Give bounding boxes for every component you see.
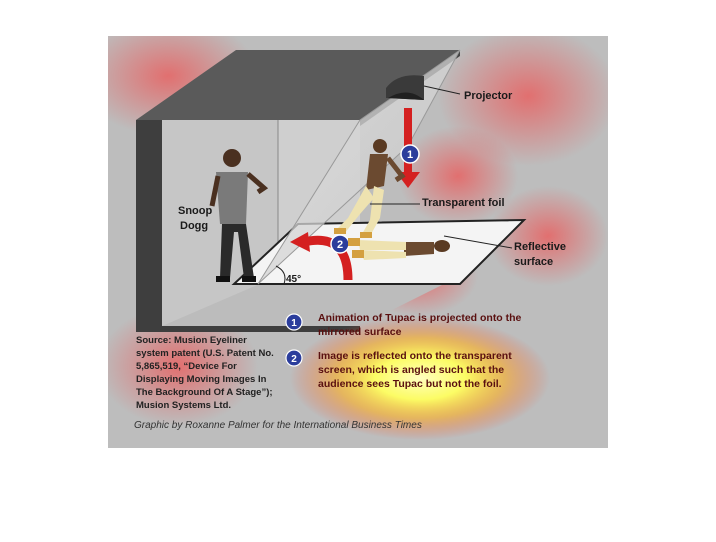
svg-text:system patent (U.S. Patent No.: system patent (U.S. Patent No. bbox=[136, 348, 274, 359]
svg-text:Image is reflected onto the tr: Image is reflected onto the transparent bbox=[318, 350, 512, 362]
svg-text:2: 2 bbox=[291, 354, 297, 365]
svg-text:screen, which is angled such t: screen, which is angled such that the bbox=[318, 364, 504, 376]
svg-text:2: 2 bbox=[337, 239, 343, 251]
credit-line: Graphic by Roxanne Palmer for the Intern… bbox=[134, 420, 422, 431]
svg-text:The Background Of A Stage”);: The Background Of A Stage”); bbox=[136, 387, 273, 398]
badge-1: 1 bbox=[401, 145, 419, 163]
svg-text:mirrored surface: mirrored surface bbox=[318, 326, 402, 338]
snoop-label-2: Dogg bbox=[180, 220, 208, 232]
svg-text:1: 1 bbox=[291, 318, 297, 329]
svg-text:Animation of Tupac is projecte: Animation of Tupac is projected onto the bbox=[318, 312, 522, 324]
svg-text:Displaying Moving Images In: Displaying Moving Images In bbox=[136, 374, 267, 385]
reflective-surface-label-2: surface bbox=[514, 256, 553, 268]
diagram-figure: 1 2 45° Projector Tran bbox=[108, 36, 608, 448]
step-2: 2 Image is reflected onto the transparen… bbox=[286, 350, 512, 390]
svg-text:1: 1 bbox=[407, 149, 413, 161]
snoop-label-1: Snoop bbox=[178, 205, 212, 217]
svg-text:Musion Systems Ltd.: Musion Systems Ltd. bbox=[136, 400, 231, 411]
projector-label: Projector bbox=[464, 90, 513, 102]
badge-2: 2 bbox=[331, 235, 349, 253]
svg-text:5,865,519, “Device For: 5,865,519, “Device For bbox=[136, 361, 237, 372]
reflective-surface-label-1: Reflective bbox=[514, 241, 566, 253]
svg-text:Source: Musion Eyeliner: Source: Musion Eyeliner bbox=[136, 335, 247, 346]
transparent-foil-label: Transparent foil bbox=[422, 197, 505, 209]
svg-text:audience sees Tupac but not th: audience sees Tupac but not the foil. bbox=[318, 378, 502, 390]
angle-label: 45° bbox=[286, 274, 301, 285]
